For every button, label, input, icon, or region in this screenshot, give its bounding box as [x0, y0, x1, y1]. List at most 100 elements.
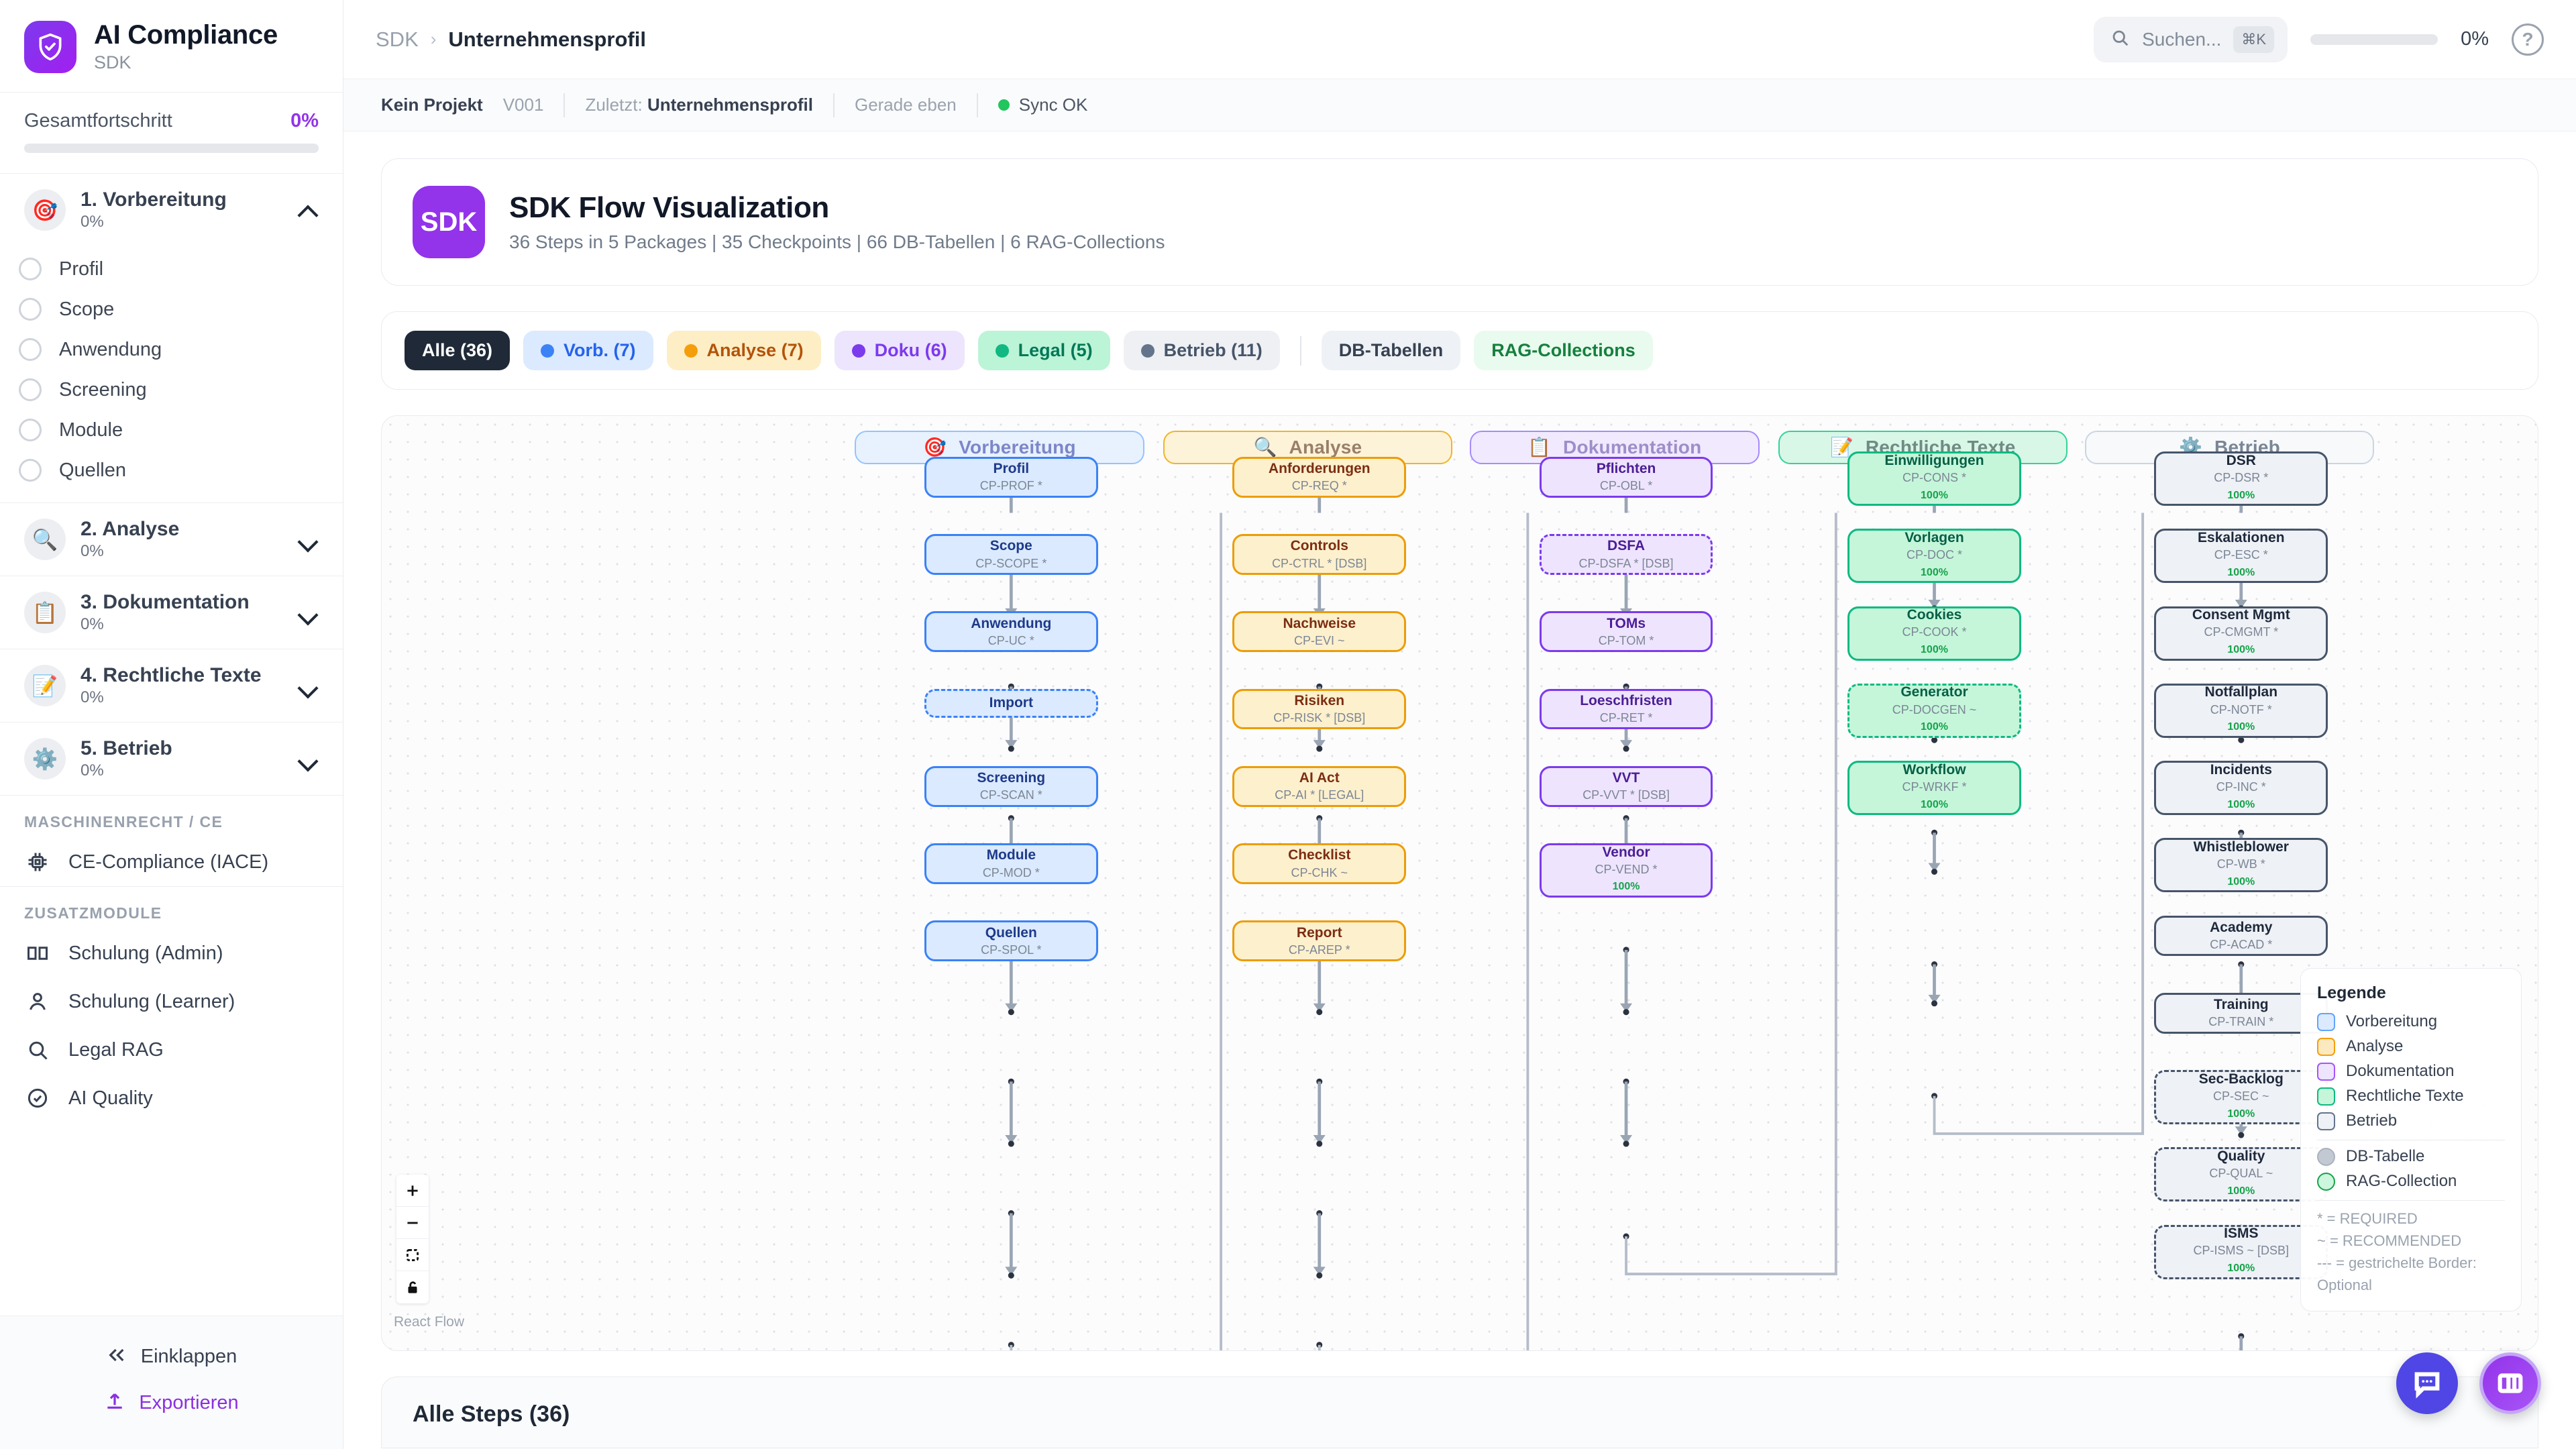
- zoom-in-icon[interactable]: [396, 1175, 429, 1207]
- flow-canvas[interactable]: 🎯Vorbereitung🔍Analyse📋Dokumentation📝Rech…: [381, 415, 2538, 1351]
- legend-swatch-icon: [2317, 1062, 2335, 1081]
- filter-chip-rag-collections[interactable]: RAG-Collections: [1474, 331, 1653, 370]
- group-emoji-icon: 🎯: [923, 437, 947, 458]
- filter-chip-db-tabellen[interactable]: DB-Tabellen: [1321, 331, 1461, 370]
- filter-chip-legal-5[interactable]: Legal (5): [977, 331, 1110, 370]
- node-progress-value: 100%: [2227, 644, 2255, 656]
- sidebar-step-quellen[interactable]: Quellen: [0, 450, 343, 490]
- sidebar-step-module[interactable]: Module: [0, 410, 343, 450]
- filter-chip-betrieb-11[interactable]: Betrieb (11): [1123, 331, 1280, 370]
- brand-title: AI Compliance: [94, 20, 278, 50]
- sidebar-step-anwendung[interactable]: Anwendung: [0, 329, 343, 370]
- node-code: CP-AREP *: [1288, 943, 1350, 957]
- node-title: Eskalationen: [2198, 529, 2285, 545]
- sidebar: AI Compliance SDK Gesamtfortschritt 0% 🎯…: [0, 0, 343, 1449]
- chip-label: Doku (6): [874, 340, 947, 360]
- zoom-out-icon[interactable]: [396, 1207, 429, 1239]
- chat-fab[interactable]: [2396, 1352, 2458, 1414]
- panel-fab[interactable]: [2479, 1352, 2541, 1414]
- legend-swatch-icon: [2317, 1087, 2335, 1106]
- filter-chip-vorb-7[interactable]: Vorb. (7): [523, 331, 653, 370]
- node-progress-value: 100%: [2227, 721, 2255, 733]
- filter-chip-analyse-7[interactable]: Analyse (7): [666, 331, 821, 370]
- chevron-down-icon[interactable]: [296, 601, 319, 624]
- overall-progress-label: Gesamtfortschritt: [24, 110, 172, 131]
- package-header[interactable]: ⚙️ 5. Betrieb 0%: [0, 722, 343, 795]
- legend-row: Betrieb: [2317, 1112, 2505, 1130]
- help-icon[interactable]: ?: [2512, 23, 2544, 56]
- sidebar-step-profil[interactable]: Profil: [0, 249, 343, 289]
- node-title: VVT: [1612, 770, 1640, 786]
- export-button[interactable]: Exportieren: [0, 1380, 343, 1426]
- sidebar-item-label: AI Quality: [68, 1087, 153, 1109]
- chip-label: Legal (5): [1018, 340, 1093, 360]
- filter-chip-alle-36[interactable]: Alle (36): [405, 331, 511, 370]
- package-title: 3. Dokumentation: [80, 591, 250, 613]
- brand-header[interactable]: AI Compliance SDK: [0, 0, 343, 93]
- sidebar-item-schulung-learner[interactable]: Schulung (Learner): [0, 977, 343, 1026]
- lock-icon[interactable]: [396, 1271, 429, 1303]
- search-input[interactable]: Suchen... ⌘K: [2094, 16, 2288, 62]
- package-header[interactable]: 📝 4. Rechtliche Texte 0%: [0, 649, 343, 722]
- sidebar-item-ai-quality[interactable]: AI Quality: [0, 1074, 343, 1122]
- filter-chip-doku-6[interactable]: Doku (6): [834, 331, 965, 370]
- sidebar-item-ce-compliance[interactable]: CE-Compliance (IACE): [0, 838, 343, 886]
- package-header[interactable]: 🎯 1. Vorbereitung 0%: [0, 174, 343, 246]
- chevron-up-icon[interactable]: [296, 199, 319, 221]
- chevron-down-icon[interactable]: [296, 674, 319, 697]
- package-header[interactable]: 🔍 2. Analyse 0%: [0, 503, 343, 576]
- flow-group-vorb: 🎯Vorbereitung: [855, 430, 1144, 464]
- sidebar-item-schulung-admin[interactable]: Schulung (Admin): [0, 929, 343, 977]
- legend-label: Rechtliche Texte: [2346, 1087, 2464, 1105]
- node-progress-value: 100%: [2227, 1108, 2255, 1120]
- fit-view-icon[interactable]: [396, 1239, 429, 1271]
- flow-node-import[interactable]: Import: [924, 688, 1098, 718]
- sidebar-step-scope[interactable]: Scope: [0, 289, 343, 329]
- legend-circle-icon: [2317, 1147, 2335, 1166]
- node-code: CP-DSFA * [DSB]: [1578, 556, 1674, 570]
- sidebar-item-legal-rag[interactable]: Legal RAG: [0, 1026, 343, 1074]
- header-progress-bar: [2310, 34, 2438, 45]
- collapse-sidebar-button[interactable]: Einklappen: [0, 1334, 343, 1380]
- package-header[interactable]: 📋 3. Dokumentation 0%: [0, 576, 343, 649]
- sidebar-step-screening[interactable]: Screening: [0, 370, 343, 410]
- chevron-down-icon[interactable]: [296, 747, 319, 770]
- chevron-down-icon[interactable]: [296, 528, 319, 551]
- breadcrumb-root[interactable]: SDK: [376, 27, 419, 51]
